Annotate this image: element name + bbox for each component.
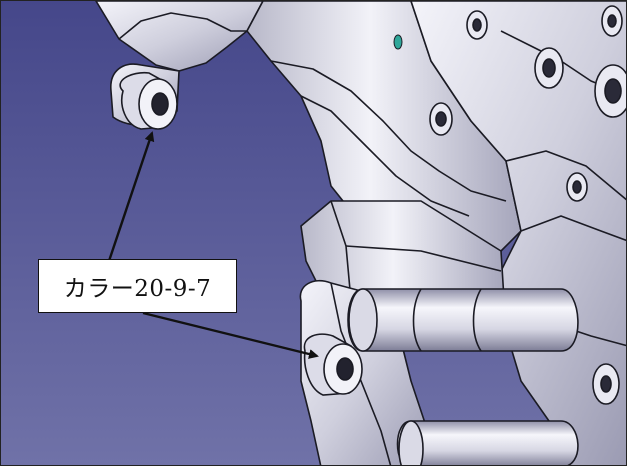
collar-callout-label: カラー20-9-7: [38, 259, 237, 313]
cad-part-bracket[interactable]: [95, 1, 627, 466]
collar-upper[interactable]: [119, 71, 178, 130]
callout-arrow-lower: [142, 311, 319, 359]
callout-arrow-upper: [107, 131, 155, 262]
